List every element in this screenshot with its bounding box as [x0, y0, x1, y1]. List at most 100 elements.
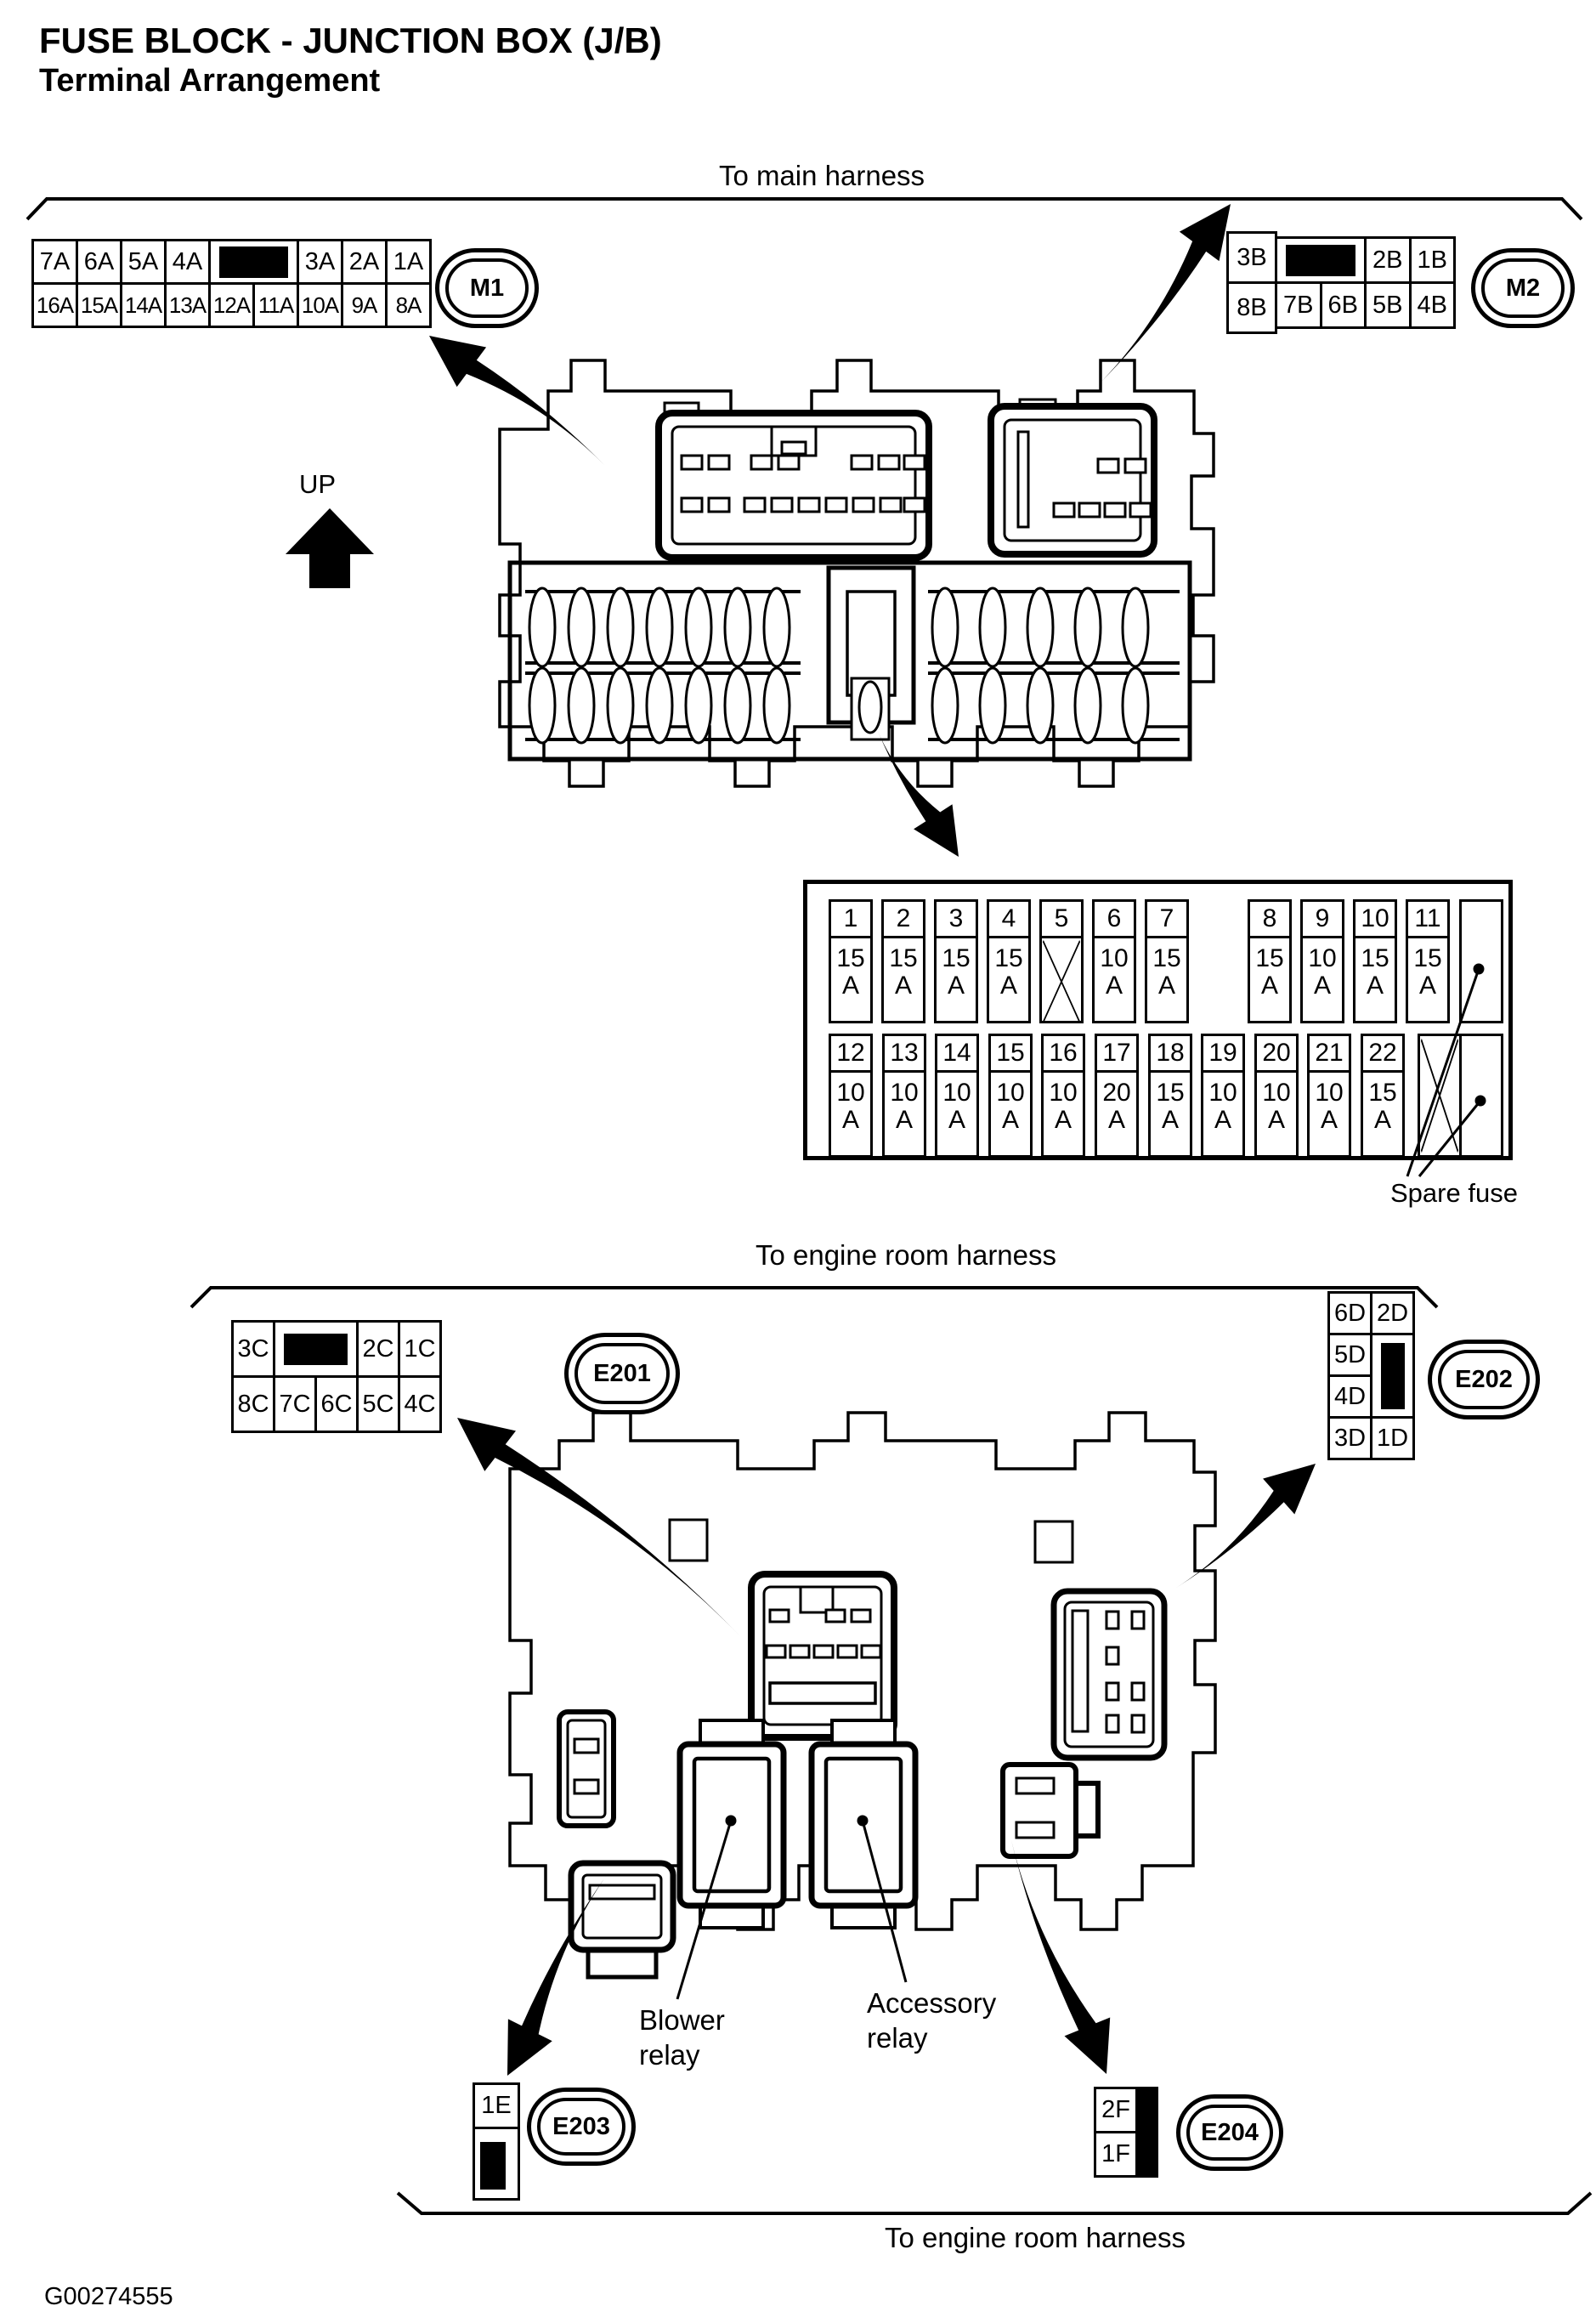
terminal-cell-4A: 4A [164, 239, 211, 285]
terminal-cell-16A: 16A [31, 282, 78, 328]
terminal-cell-8A: 8A [385, 282, 432, 328]
connector-oval-m1-label: M1 [469, 274, 505, 302]
fuse-number: 21 [1310, 1036, 1349, 1073]
connector-oval-m2-inner: M2 [1481, 258, 1565, 318]
fuse-number: 7 [1147, 902, 1186, 938]
blank-crossed-cell [1418, 1034, 1462, 1158]
terminal-cell-6A: 6A [76, 239, 122, 285]
terminal-cell-1B: 1B [1408, 236, 1456, 284]
terminal-cell-1E: 1E [473, 2082, 520, 2129]
up-arrow-icon [286, 508, 374, 588]
terminal-cell-4C: 4C [398, 1375, 442, 1433]
terminal-cell-6D: 6D [1327, 1291, 1372, 1335]
connector-oval-e204: E204 [1176, 2094, 1283, 2171]
terminal-cell-14A: 14A [120, 282, 167, 328]
connector-table-e203: 1E [473, 2082, 520, 2201]
keyway-cell [208, 239, 299, 285]
fuse-number: 13 [885, 1036, 924, 1073]
fuse-number: 2 [884, 902, 923, 938]
upper-left-connector [655, 410, 932, 561]
connector-oval-e202-label: E202 [1455, 1365, 1513, 1393]
fuse-number: 5 [1042, 902, 1081, 938]
lower-small-left-connector [557, 1709, 616, 1828]
terminal-cell-15A: 15A [76, 282, 122, 328]
arrow-to-m2 [1094, 204, 1231, 389]
terminal-cell-11A: 11A [252, 282, 299, 328]
connector-oval-m2-label: M2 [1505, 274, 1541, 302]
terminal-cell-5B: 5B [1364, 281, 1412, 329]
fuse-number: 16 [1044, 1036, 1083, 1073]
fuse-number: 10 [1355, 902, 1395, 938]
keyway-block [1380, 1342, 1405, 1409]
section-bracket-lines [25, 197, 1593, 2215]
fuse-amp [1042, 938, 1081, 1025]
terminal-cell-1A: 1A [385, 239, 432, 285]
page-title: FUSE BLOCK - JUNCTION BOX (J/B) [39, 20, 662, 60]
terminal-cell-3C: 3C [231, 1320, 275, 1378]
arrow-to-e201 [457, 1418, 741, 1637]
fuse-number: 8 [1250, 902, 1289, 938]
keyway-cell [1275, 236, 1367, 284]
fuse-number: 15 [991, 1036, 1030, 1073]
doc-number: G00274555 [44, 2283, 173, 2310]
fuse-number: 6 [1095, 902, 1134, 938]
connector-oval-e203: E203 [527, 2088, 636, 2166]
terminal-cell-4D: 4D [1327, 1374, 1372, 1419]
label-to-engine-room-harness-mid: To engine room harness [755, 1239, 1057, 1271]
connector-oval-e202: E202 [1428, 1340, 1540, 1419]
terminal-cell-3B: 3B [1226, 231, 1277, 284]
page-subtitle: Terminal Arrangement [39, 63, 381, 99]
blank-crossed-cell-body [1420, 1036, 1459, 1155]
fuse-number: 20 [1257, 1036, 1296, 1073]
bracket-top [25, 197, 1583, 221]
spare-fuse-cell-top-body [1462, 902, 1501, 1021]
keyway-block [480, 2141, 506, 2190]
arrow-to-e204 [1011, 1840, 1111, 2074]
terminal-cell-7B: 7B [1275, 281, 1322, 329]
e203-grid: 1E [473, 2082, 520, 2201]
terminal-cell-7C: 7C [273, 1375, 317, 1433]
fuse-number: 9 [1303, 902, 1342, 938]
keyway-block [1286, 244, 1355, 276]
accessory-relay-callout [861, 1820, 908, 1983]
connector-oval-e201-label: E201 [593, 1359, 651, 1387]
terminal-cell-7A: 7A [31, 239, 78, 285]
connector-oval-e201-inner: E201 [574, 1343, 670, 1404]
keyway-cell [473, 2127, 520, 2201]
connector-oval-m2: M2 [1471, 248, 1575, 328]
terminal-cell-6C: 6C [314, 1375, 359, 1433]
terminal-cell-1C: 1C [398, 1320, 442, 1378]
fuse-number: 14 [937, 1036, 976, 1073]
terminal-cell-9A: 9A [341, 282, 388, 328]
terminal-cell-3D: 3D [1327, 1416, 1372, 1460]
